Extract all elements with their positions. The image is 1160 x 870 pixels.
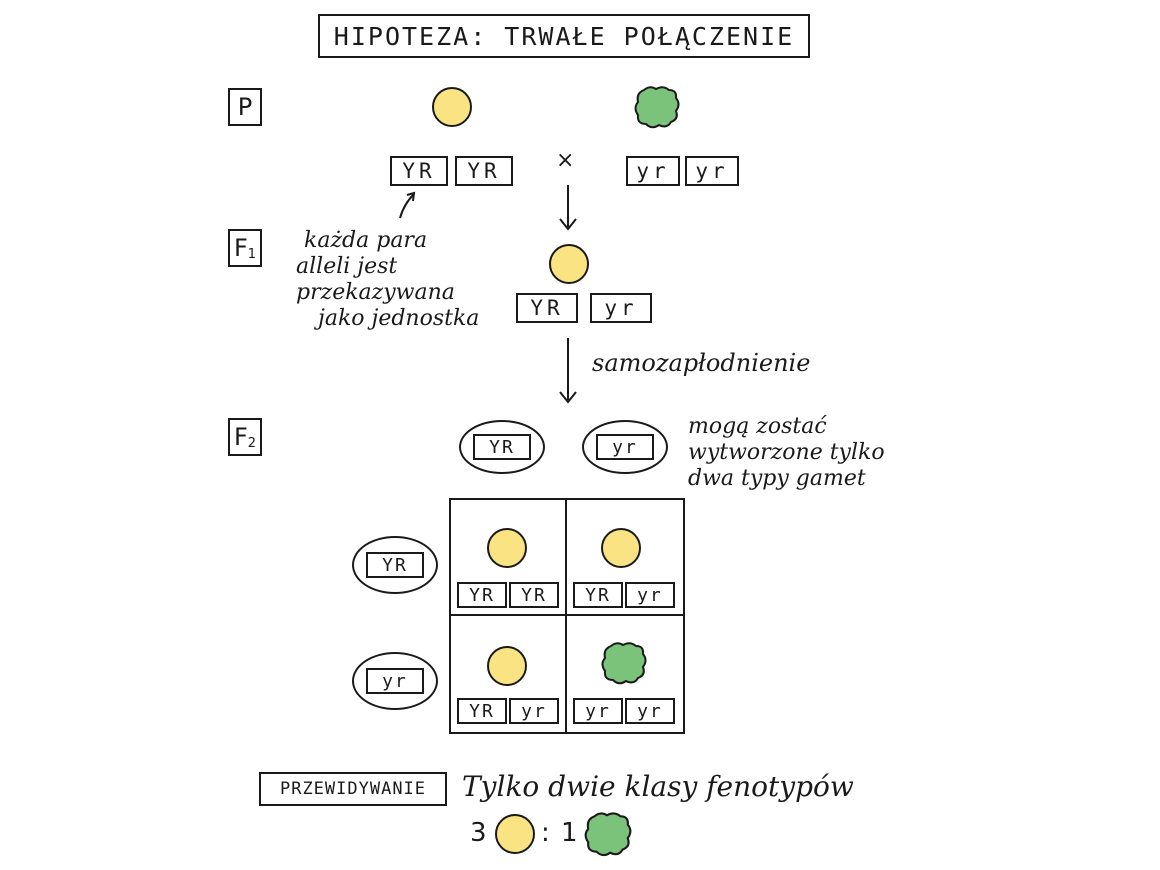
parent-right-allele-1: yr (626, 156, 680, 186)
gamete-side-1-allele: YR (366, 552, 424, 578)
punnett-allele: YR (457, 582, 507, 608)
punnett-allele: yr (509, 698, 559, 724)
f1-allele-1: YR (516, 293, 578, 323)
cross-symbol: × (556, 148, 575, 173)
punnett-cell-het: YR yr (451, 616, 567, 732)
punnett-allele: yr (625, 698, 675, 724)
generation-label-f2-letter: F (233, 423, 248, 451)
linked-note-line-1: każda para (304, 228, 428, 253)
linked-note-line-4: jako jednostka (318, 306, 480, 331)
prediction-label: PRZEWIDYWANIE (259, 772, 447, 806)
punnett-allele: YR (457, 698, 507, 724)
round-yellow-pea-icon (495, 814, 535, 854)
down-arrow-icon (559, 338, 577, 404)
gamete-side-1: YR (352, 536, 438, 594)
round-yellow-pea-icon (487, 528, 527, 568)
wrinkled-green-pea-icon (601, 642, 647, 685)
punnett-allele: yr (573, 698, 623, 724)
gamete-note-line-3: dwa typy gamet (688, 466, 866, 491)
generation-label-p-text: P (237, 93, 253, 121)
generation-label-p: P (228, 88, 262, 126)
punnett-allele: YR (573, 582, 623, 608)
linked-alleles-note: każda para alleli jest przekazywana jako… (296, 228, 506, 332)
gamete-top-1-allele: YR (473, 434, 531, 460)
gamete-top-1: YR (459, 420, 545, 474)
gamete-side-2-allele: yr (366, 668, 424, 694)
punnett-allele: yr (625, 582, 675, 608)
down-arrow-icon (559, 185, 577, 231)
gamete-note-line-2: wytworzone tylko (688, 440, 885, 465)
round-yellow-pea-icon (432, 87, 472, 127)
parent-right-allele-2: yr (685, 156, 739, 186)
ratio-separator: : (541, 818, 550, 848)
curved-arrow-icon (399, 191, 416, 219)
ratio-green-count: 1 (561, 818, 578, 848)
round-yellow-pea-icon (487, 646, 527, 686)
punnett-cell-yr-yr-het: YR yr (567, 500, 683, 616)
parent-left-allele-1: YR (390, 156, 448, 186)
generation-label-f1-letter: F (233, 234, 248, 262)
ratio-yellow-count: 3 (470, 818, 487, 848)
self-fertilization-label: samozapłodnienie (592, 349, 811, 377)
gamete-top-2-allele: yr (596, 434, 654, 460)
punnett-cell-yr-yr: YR YR (451, 500, 567, 616)
generation-label-f1-sub: 1 (247, 246, 257, 262)
punnett-allele: YR (509, 582, 559, 608)
linked-note-line-3: przekazywana (296, 280, 455, 305)
linked-note-line-2: alleli jest (296, 254, 398, 279)
prediction-text: Tylko dwie klasy fenotypów (462, 770, 854, 803)
diagram-title: HIPOTEZA: TRWAŁE POŁĄCZENIE (318, 14, 810, 58)
gamete-side-2: yr (352, 652, 438, 710)
gamete-note-line-1: mogą zostać (688, 414, 827, 439)
round-yellow-pea-icon (549, 244, 589, 284)
gamete-top-2: yr (582, 420, 668, 474)
punnett-square: YR YR YR yr YR yr yr yr (449, 498, 685, 734)
gamete-note: mogą zostać wytworzone tylko dwa typy ga… (688, 414, 938, 492)
generation-label-f2-sub: 2 (247, 435, 257, 451)
round-yellow-pea-icon (601, 528, 641, 568)
f1-allele-2: yr (590, 293, 652, 323)
parent-left-allele-2: YR (455, 156, 513, 186)
wrinkled-green-pea-icon (584, 812, 632, 857)
wrinkled-green-pea-icon (634, 86, 680, 129)
punnett-cell-recessive: yr yr (567, 616, 683, 732)
